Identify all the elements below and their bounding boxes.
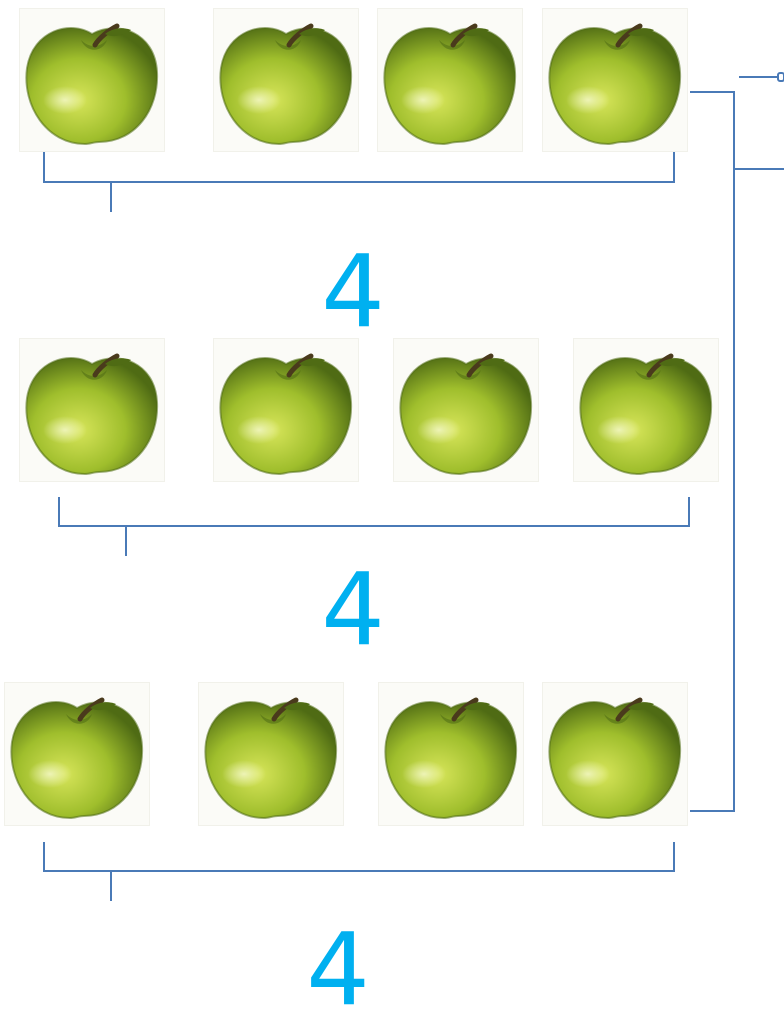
green-apple-icon [542, 8, 688, 152]
green-apple-icon [198, 682, 344, 826]
green-apple-icon [19, 8, 165, 152]
group-count-label: 4 [321, 233, 385, 350]
group-count-label: 4 [306, 911, 370, 1028]
group-count-label: 4 [321, 551, 385, 668]
green-apple-icon [213, 338, 359, 482]
groups-joining-bracket [690, 91, 735, 812]
green-apple-icon [378, 682, 524, 826]
green-apple-icon [19, 338, 165, 482]
green-apple-icon [4, 682, 150, 826]
green-apple-icon [393, 338, 539, 482]
arrow-connector-end [777, 72, 784, 82]
group-bracket [43, 152, 675, 183]
green-apple-icon [542, 682, 688, 826]
green-apple-icon [213, 8, 359, 152]
green-apple-icon [377, 8, 523, 152]
group-bracket [58, 497, 690, 527]
group-bracket [43, 842, 675, 872]
green-apple-icon [573, 338, 719, 482]
